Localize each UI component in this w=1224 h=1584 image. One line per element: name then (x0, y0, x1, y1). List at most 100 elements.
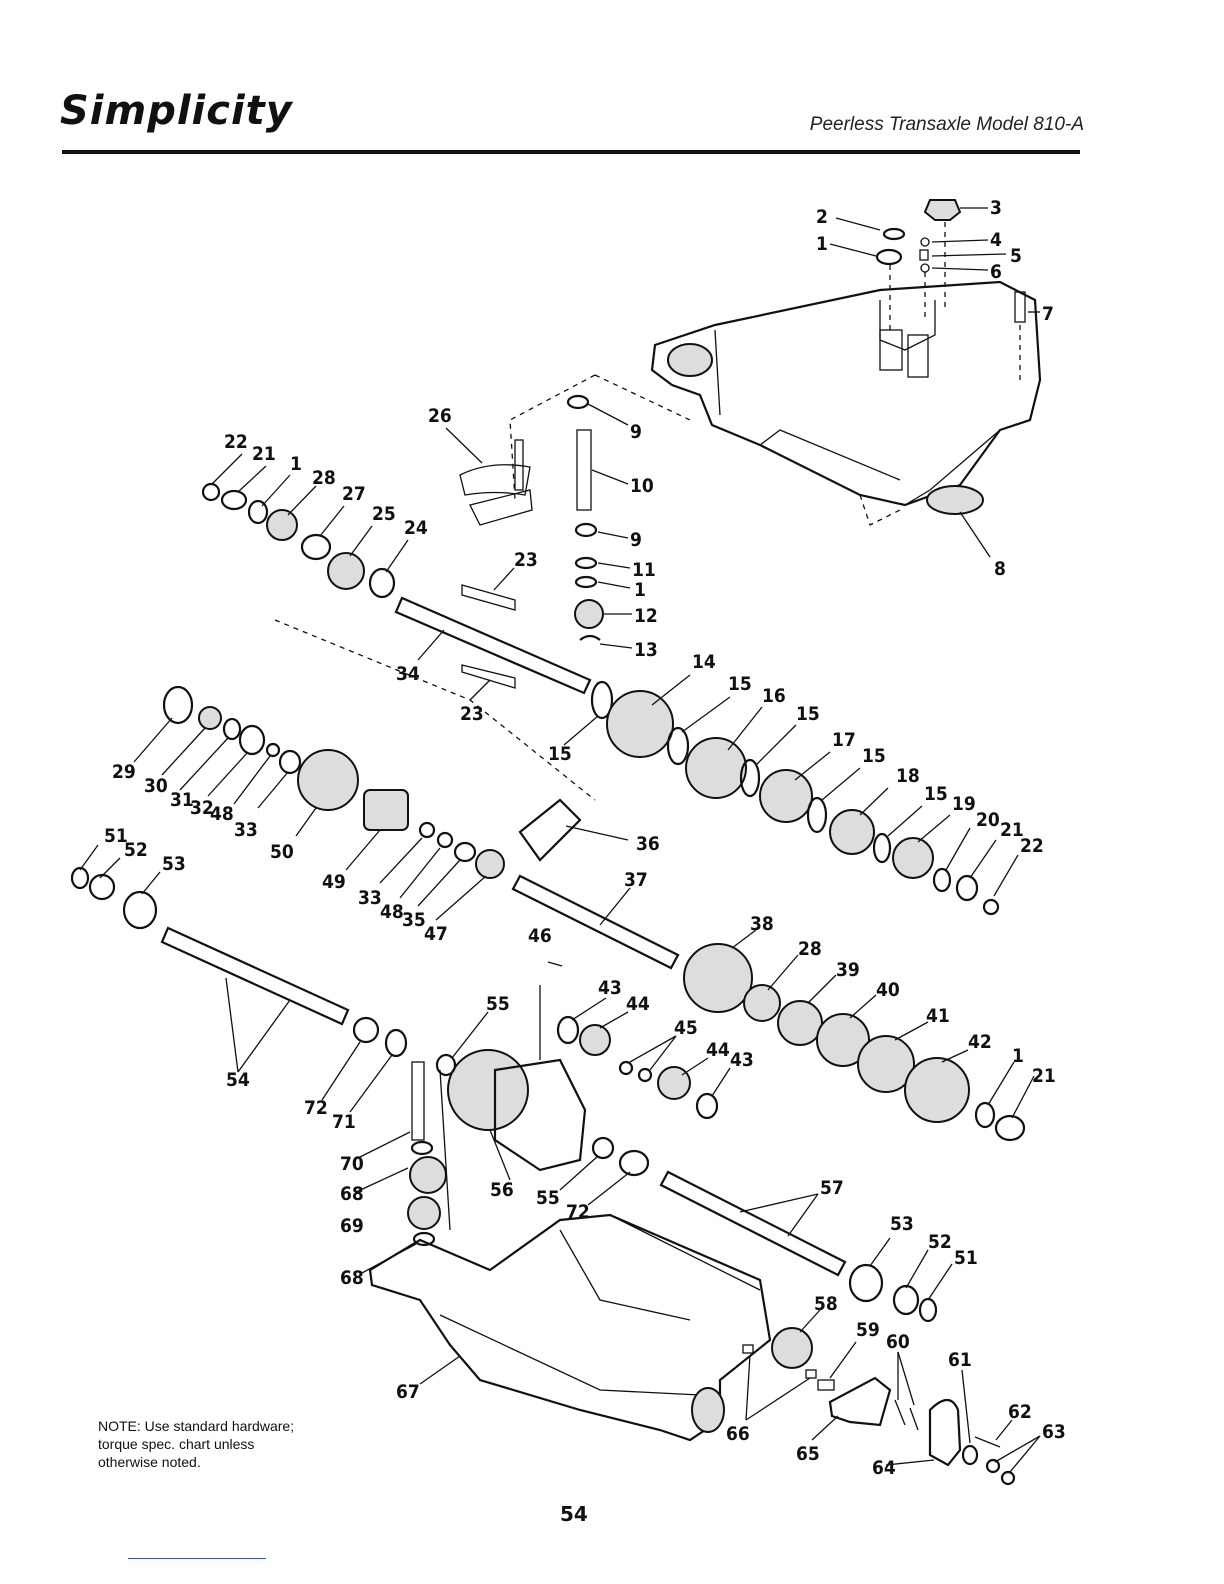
callout: 45 (674, 1017, 698, 1039)
callout: 9 (630, 529, 642, 551)
callout: 21 (1032, 1065, 1056, 1087)
callout: 15 (862, 745, 886, 767)
left-axle (70, 866, 350, 1026)
callout: 62 (1008, 1401, 1032, 1423)
callout: 60 (886, 1331, 910, 1353)
note-line: NOTE: Use standard hardware; (98, 1418, 295, 1434)
hardware-note: NOTE: Use standard hardware; torque spec… (98, 1417, 358, 1471)
callout: 44 (626, 993, 650, 1015)
callout: 43 (730, 1049, 754, 1071)
model-title: Peerless Transaxle Model 810-A (809, 114, 1084, 135)
callout: 48 (210, 803, 234, 825)
callout: 52 (928, 1231, 952, 1253)
callout: 57 (820, 1177, 844, 1199)
callout: 49 (322, 871, 346, 893)
callout: 67 (396, 1381, 420, 1403)
leader-lines (79, 207, 1041, 1473)
callout: 1 (634, 579, 646, 601)
callout: 37 (624, 869, 648, 891)
callout: 65 (796, 1443, 820, 1465)
note-line: torque spec. chart unless (98, 1436, 255, 1452)
callout: 35 (402, 909, 426, 931)
callout: 59 (856, 1319, 880, 1341)
callout: 22 (224, 431, 248, 453)
callout: 51 (104, 825, 128, 847)
lower-shaft (511, 874, 1026, 1142)
callout: 2 (816, 206, 828, 228)
callout: 52 (124, 839, 148, 861)
callout: 15 (548, 743, 572, 765)
callout: 42 (968, 1031, 992, 1053)
right-axle (659, 1170, 938, 1323)
callout: 68 (340, 1183, 364, 1205)
callout: 24 (404, 517, 428, 539)
callout: 53 (162, 853, 186, 875)
top-hardware (875, 199, 1026, 380)
callout: 1 (816, 233, 828, 255)
callout: 36 (636, 833, 660, 855)
callout: 34 (396, 663, 420, 685)
brand-logo: Simplicity (60, 88, 293, 134)
note-line: otherwise noted. (98, 1454, 201, 1470)
callout: 46 (528, 925, 552, 947)
callout: 56 (490, 1179, 514, 1201)
callout: 39 (836, 959, 860, 981)
callout: 28 (798, 938, 822, 960)
callout: 21 (252, 443, 276, 465)
shift-cluster (459, 394, 604, 689)
callout: 25 (372, 503, 396, 525)
callout: 54 (226, 1069, 250, 1091)
callout: 70 (340, 1153, 364, 1175)
callout: 31 (170, 789, 194, 811)
callout: 8 (994, 558, 1006, 580)
callout: 72 (304, 1097, 328, 1119)
callout: 14 (692, 651, 716, 673)
callout: 23 (514, 549, 538, 571)
callout: 55 (486, 993, 510, 1015)
callout: 64 (872, 1457, 896, 1479)
callout: 17 (832, 729, 856, 751)
differential (352, 961, 719, 1247)
header-rule (62, 150, 1080, 154)
callout: 55 (536, 1187, 560, 1209)
callout: 3 (990, 197, 1002, 219)
callout: 1 (1012, 1045, 1024, 1067)
middle-left-stack (162, 685, 582, 879)
callout: 28 (312, 467, 336, 489)
callout: 61 (948, 1349, 972, 1371)
callout: 48 (380, 901, 404, 923)
callout: 16 (762, 685, 786, 707)
callout: 33 (358, 887, 382, 909)
brake-assembly (742, 1327, 1016, 1486)
callout: 20 (976, 809, 1000, 831)
callout: 9 (630, 421, 642, 443)
callout: 5 (1010, 245, 1022, 267)
callout: 50 (270, 841, 294, 863)
right-gear-row (590, 680, 1000, 916)
callout: 29 (112, 761, 136, 783)
callout: 27 (342, 483, 366, 505)
callout: 47 (424, 923, 448, 945)
callout: 15 (728, 673, 752, 695)
callout: 15 (796, 703, 820, 725)
lower-housing (368, 1213, 772, 1442)
callout: 68 (340, 1267, 364, 1289)
callout: 19 (952, 793, 976, 815)
callout: 43 (598, 977, 622, 999)
page-number: 54 (560, 1502, 588, 1526)
callout: 13 (634, 639, 658, 661)
callout: 72 (566, 1201, 590, 1223)
callout: 12 (634, 605, 658, 627)
upper-left-gears (201, 482, 396, 599)
callout: 15 (924, 783, 948, 805)
callout: 22 (1020, 835, 1044, 857)
callout: 58 (814, 1293, 838, 1315)
callout: 32 (190, 797, 214, 819)
callout: 23 (460, 703, 484, 725)
callout: 30 (144, 775, 168, 797)
footer-rule (128, 1558, 266, 1559)
callout: 69 (340, 1215, 364, 1237)
callout: 26 (428, 405, 452, 427)
callout: 6 (990, 261, 1002, 283)
